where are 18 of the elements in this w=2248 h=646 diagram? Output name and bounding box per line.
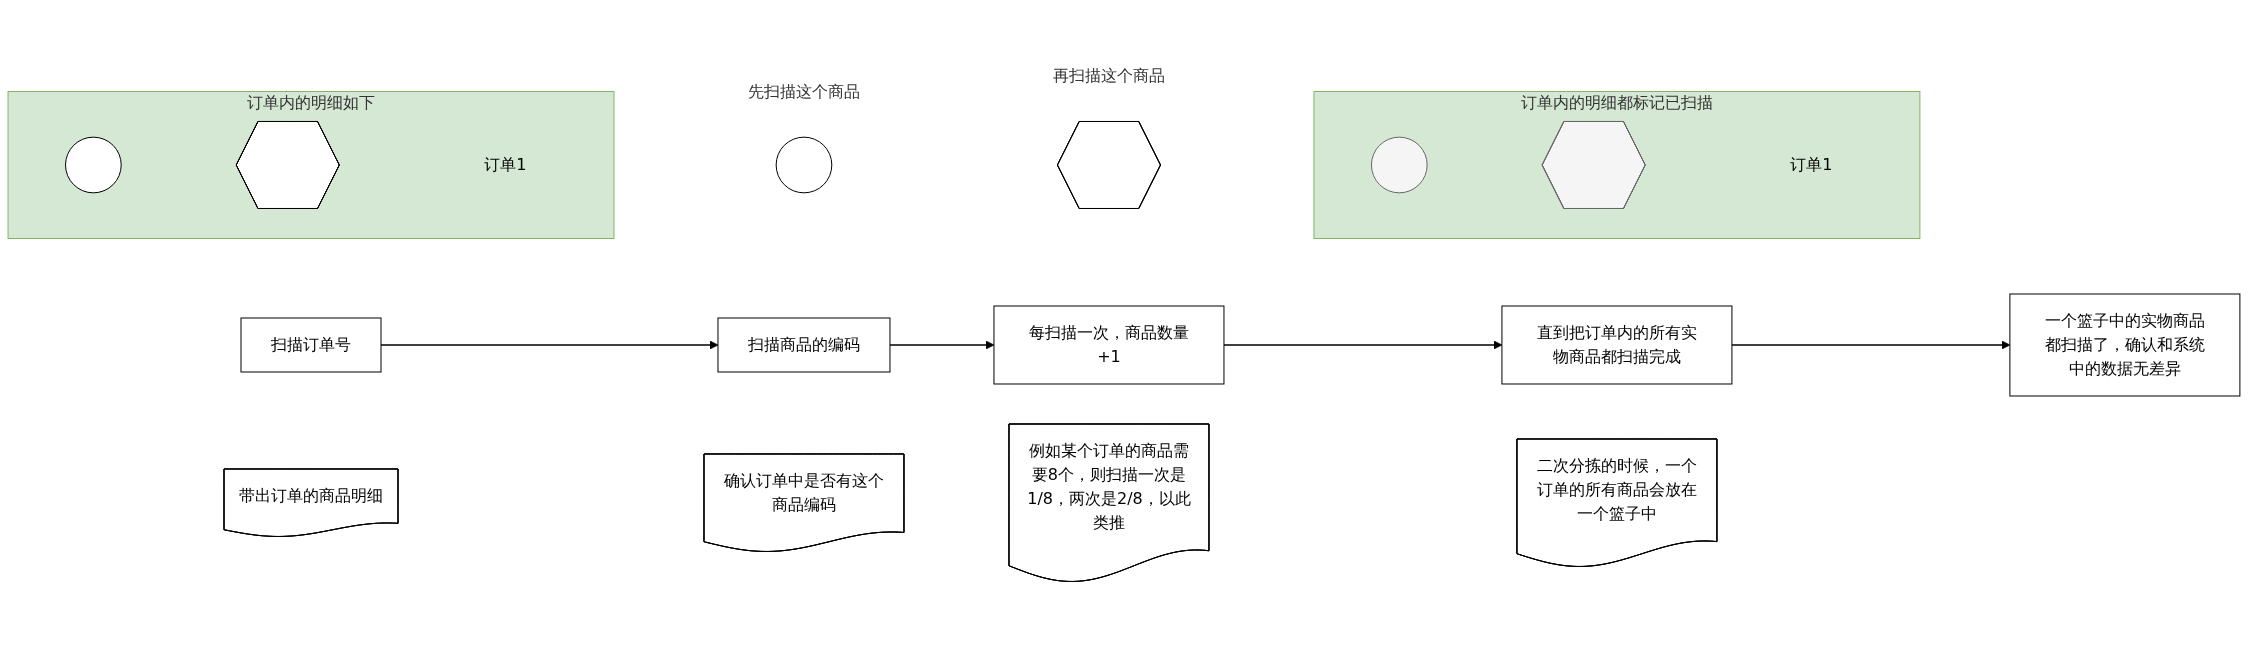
arrow [380,340,719,350]
arrow [1731,340,2011,350]
node-circle [775,136,833,194]
node-circle [65,136,122,194]
node-label: 订单1 [484,155,527,175]
node-box [993,305,1225,385]
node-box [1501,305,1733,385]
node-box [717,317,891,373]
node-box [2009,293,2241,397]
cluster [7,91,615,240]
arrow [1223,340,1503,350]
node-label: 再扫描这个商品 [1052,66,1165,86]
arrow [889,340,995,350]
node-circle [1371,136,1428,194]
node-label: 订单1 [1790,155,1833,175]
cluster [1313,91,1921,240]
node-label: 先扫描这个商品 [748,81,860,101]
node-box [240,317,382,373]
